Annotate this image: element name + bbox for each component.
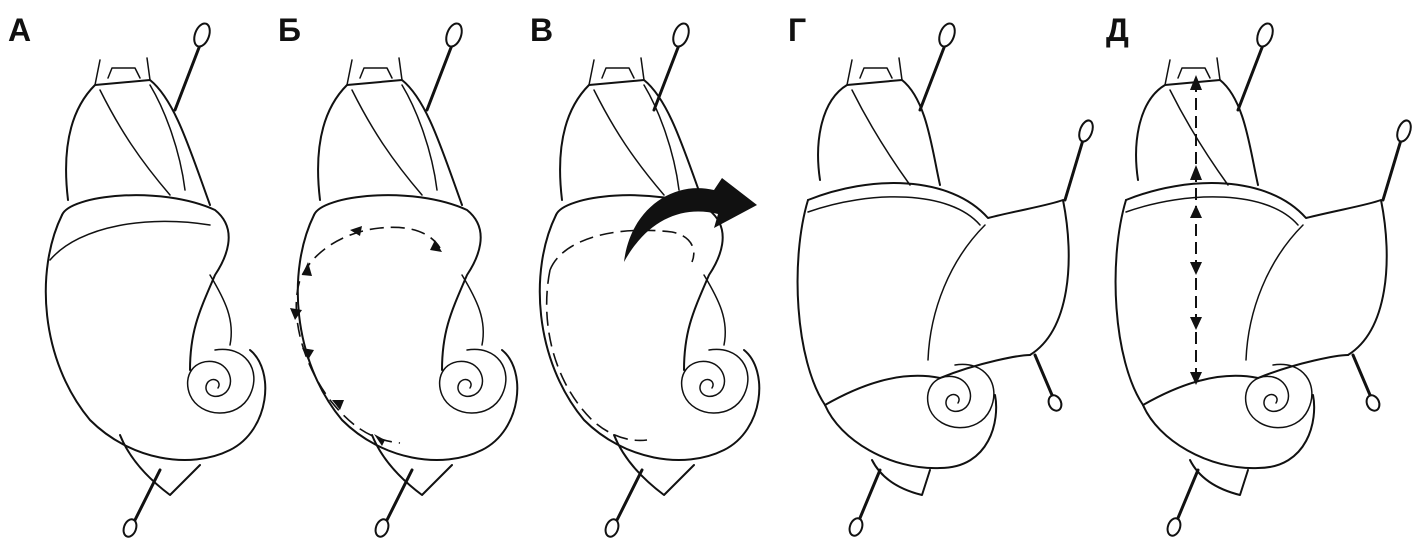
- snail-illustration-g: [780, 0, 1098, 540]
- arrowhead: [1190, 262, 1202, 275]
- panel-b: Б: [270, 0, 532, 540]
- arrowhead: [430, 240, 442, 252]
- panel-d: Д: [1098, 0, 1416, 540]
- arrowhead: [1190, 205, 1202, 218]
- arrowhead: [1190, 165, 1202, 180]
- arrowhead: [302, 262, 312, 276]
- curved-arrow: [624, 178, 757, 262]
- snail-illustration-d: [1098, 0, 1416, 540]
- panel-a: А: [0, 0, 270, 540]
- panel-g: Г: [780, 0, 1098, 540]
- snail-illustration-b: [270, 0, 532, 540]
- snail-illustration-v: [522, 0, 780, 540]
- snail-illustration-a: [0, 0, 270, 540]
- arrowhead: [1190, 317, 1202, 330]
- arrowhead: [302, 348, 314, 360]
- panel-v: В: [522, 0, 780, 540]
